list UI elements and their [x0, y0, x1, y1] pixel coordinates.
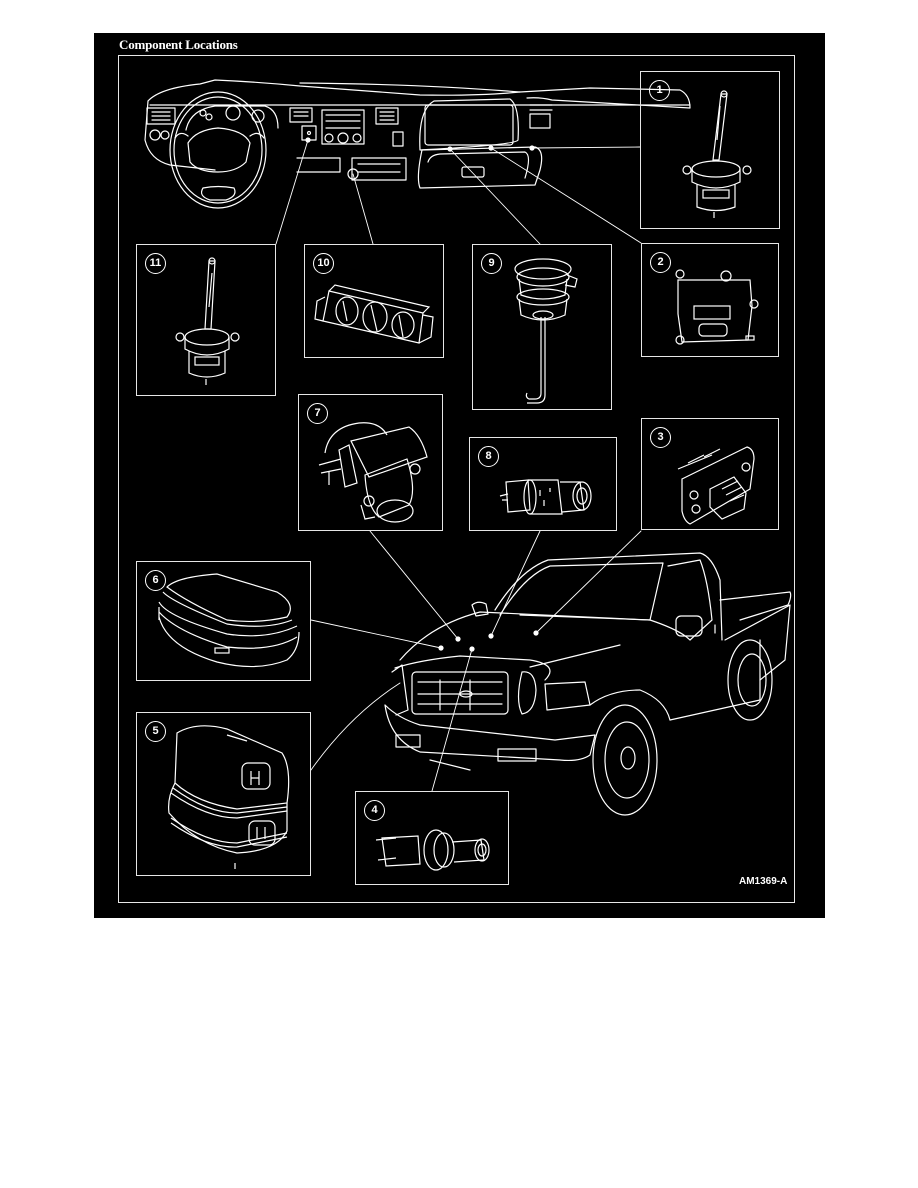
- callout-number-badge: 8: [478, 446, 499, 467]
- callout-box-7: 7: [298, 394, 443, 531]
- blower-motor-icon: [318, 422, 428, 523]
- vacuum-actuator-icon: [175, 257, 240, 385]
- callout-number-badge: 11: [145, 253, 166, 274]
- vacuum-actuator-icon: [682, 90, 752, 218]
- truck-leader-lines: [311, 531, 641, 791]
- callout-number-badge: 9: [481, 253, 502, 274]
- callout-box-5: 5: [136, 712, 311, 876]
- callout-number-badge: 6: [145, 570, 166, 591]
- callout-box-11: 11: [136, 244, 276, 396]
- diagram-panel: [94, 33, 825, 918]
- callout-number-badge: 1: [649, 80, 670, 101]
- callout-box-4: 4: [355, 791, 509, 885]
- callout-number-badge: 4: [364, 800, 385, 821]
- callout-number-badge: 7: [307, 403, 328, 424]
- blower-motor-resistor-icon: [677, 446, 755, 525]
- pressure-cycling-switch-icon: [499, 479, 592, 515]
- accumulator-drier-icon: [168, 725, 290, 869]
- callout-box-2: 2: [641, 243, 779, 357]
- callout-box-8: 8: [469, 437, 617, 531]
- callout-box-1: 1: [640, 71, 780, 229]
- callout-number-badge: 3: [650, 427, 671, 448]
- vacuum-reservoir-icon: [514, 258, 578, 404]
- electric-actuator-icon: [675, 269, 759, 345]
- diagram-frame: [118, 55, 795, 903]
- callout-box-10: 10: [304, 244, 444, 358]
- callout-number-badge: 2: [650, 252, 671, 273]
- dashboard-leader-lines: [276, 140, 641, 244]
- truck-drawing: [385, 553, 791, 815]
- page-title: Component Locations: [119, 37, 238, 52]
- callout-box-6: 6: [136, 561, 311, 681]
- callout-number-badge: 5: [145, 721, 166, 742]
- pressure-switch-icon: [375, 829, 490, 871]
- callout-box-9: 9: [472, 244, 612, 410]
- figure-id-label: AM1369-A: [739, 876, 788, 887]
- instrument-panel-drawing: [145, 80, 690, 208]
- blower-housing-icon: [158, 573, 300, 668]
- callout-box-3: 3: [641, 418, 779, 530]
- callout-number-badge: 10: [313, 253, 334, 274]
- control-assembly-icon: [314, 284, 434, 344]
